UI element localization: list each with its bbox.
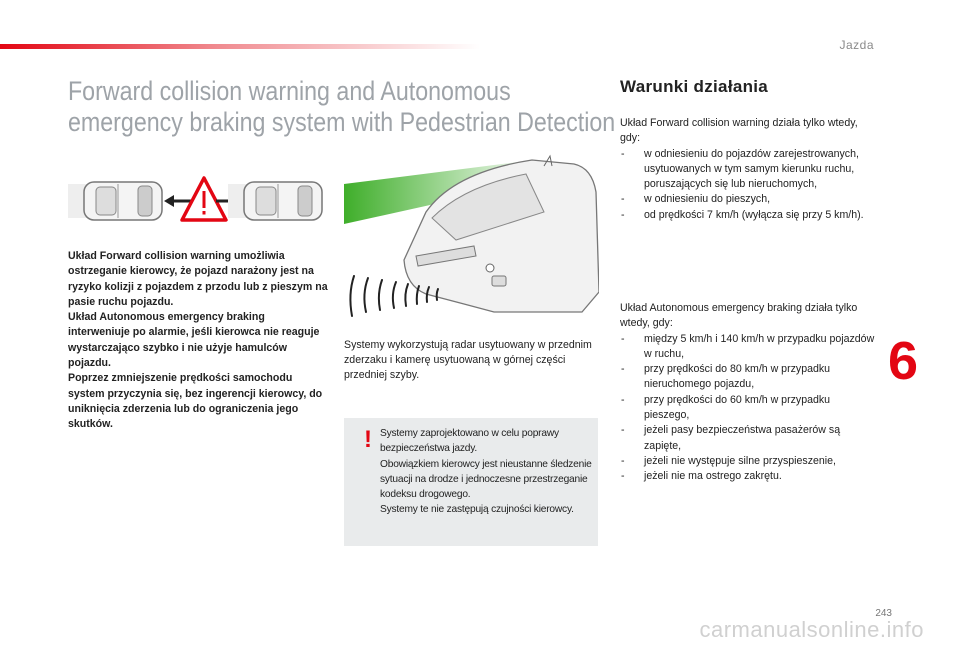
warning-paragraph: Obowiązkiem kierowcy jest nieustanne śle… bbox=[380, 458, 592, 501]
conditions-heading: Warunki działania bbox=[620, 77, 769, 96]
list-item: w odniesieniu do pieszych, bbox=[620, 192, 875, 208]
warning-text: Systemy zaprojektowano w celu poprawy be… bbox=[380, 426, 594, 518]
warning-triangle-icon bbox=[180, 176, 228, 222]
aeb-conditions: Układ Autonomous emergency braking dział… bbox=[620, 301, 875, 485]
aeb-conditions-intro: Układ Autonomous emergency braking dział… bbox=[620, 302, 858, 330]
exclamation-icon: ! bbox=[364, 426, 372, 453]
section-label: Jazda bbox=[839, 38, 874, 52]
fcw-conditions: Układ Forward collision warning działa t… bbox=[620, 116, 875, 223]
radar-camera-illustration bbox=[344, 154, 599, 317]
page-number: 243 bbox=[875, 608, 892, 619]
car-top-view-icon bbox=[68, 181, 163, 221]
intro-paragraph-fcw: Układ Forward collision warning umożliwi… bbox=[68, 250, 328, 308]
fcw-conditions-list: w odniesieniu do pojazdów zarejestrowany… bbox=[620, 147, 875, 224]
page-title-line-1: Forward collision warning and Autonomous bbox=[68, 76, 511, 106]
caption-text: Systemy wykorzystują radar usytuowany w … bbox=[344, 339, 592, 381]
warning-paragraph: Systemy zaprojektowano w celu poprawy be… bbox=[380, 428, 559, 455]
radar-waves-icon bbox=[349, 275, 439, 317]
list-item: przy prędkości do 60 km/h w przypadku pi… bbox=[620, 393, 875, 424]
list-item: od prędkości 7 km/h (wyłącza się przy 5 … bbox=[620, 208, 875, 224]
list-item: jeżeli nie ma ostrego zakrętu. bbox=[620, 469, 875, 485]
page-title-line-2: emergency braking system with Pedestrian… bbox=[68, 107, 616, 137]
fcw-conditions-intro: Układ Forward collision warning działa t… bbox=[620, 117, 858, 145]
warning-box: ! Systemy zaprojektowano w celu poprawy … bbox=[344, 418, 598, 546]
intro-paragraph-benefit: Poprzez zmniejszenie prędkości samochodu… bbox=[68, 372, 323, 431]
list-item: między 5 km/h i 140 km/h w przypadku poj… bbox=[620, 332, 875, 363]
list-item: jeżeli nie występuje silne przyspieszeni… bbox=[620, 454, 875, 470]
list-item: przy prędkości do 80 km/h w przypadku ni… bbox=[620, 362, 875, 393]
intro-paragraph-aeb: Układ Autonomous emergency braking inter… bbox=[68, 311, 320, 370]
collision-illustration bbox=[68, 176, 323, 222]
warning-paragraph: Systemy te nie zastępują czujności kiero… bbox=[380, 504, 574, 516]
list-item: jeżeli pasy bezpieczeństwa pasażerów są … bbox=[620, 423, 875, 454]
car-top-view-icon bbox=[228, 181, 323, 221]
header-accent-bar bbox=[0, 44, 480, 49]
illustration-caption: Systemy wykorzystują radar usytuowany w … bbox=[344, 338, 594, 383]
intro-text: Układ Forward collision warning umożliwi… bbox=[68, 249, 328, 433]
page-title: Forward collision warning and Autonomous… bbox=[68, 76, 616, 138]
arrow-left-icon bbox=[164, 195, 192, 207]
aeb-conditions-list: między 5 km/h i 140 km/h w przypadku poj… bbox=[620, 332, 875, 485]
chapter-number: 6 bbox=[888, 331, 919, 391]
van-front-icon bbox=[403, 154, 599, 313]
list-item: w odniesieniu do pojazdów zarejestrowany… bbox=[620, 147, 875, 193]
watermark: carmanualsonline.info bbox=[699, 617, 924, 642]
